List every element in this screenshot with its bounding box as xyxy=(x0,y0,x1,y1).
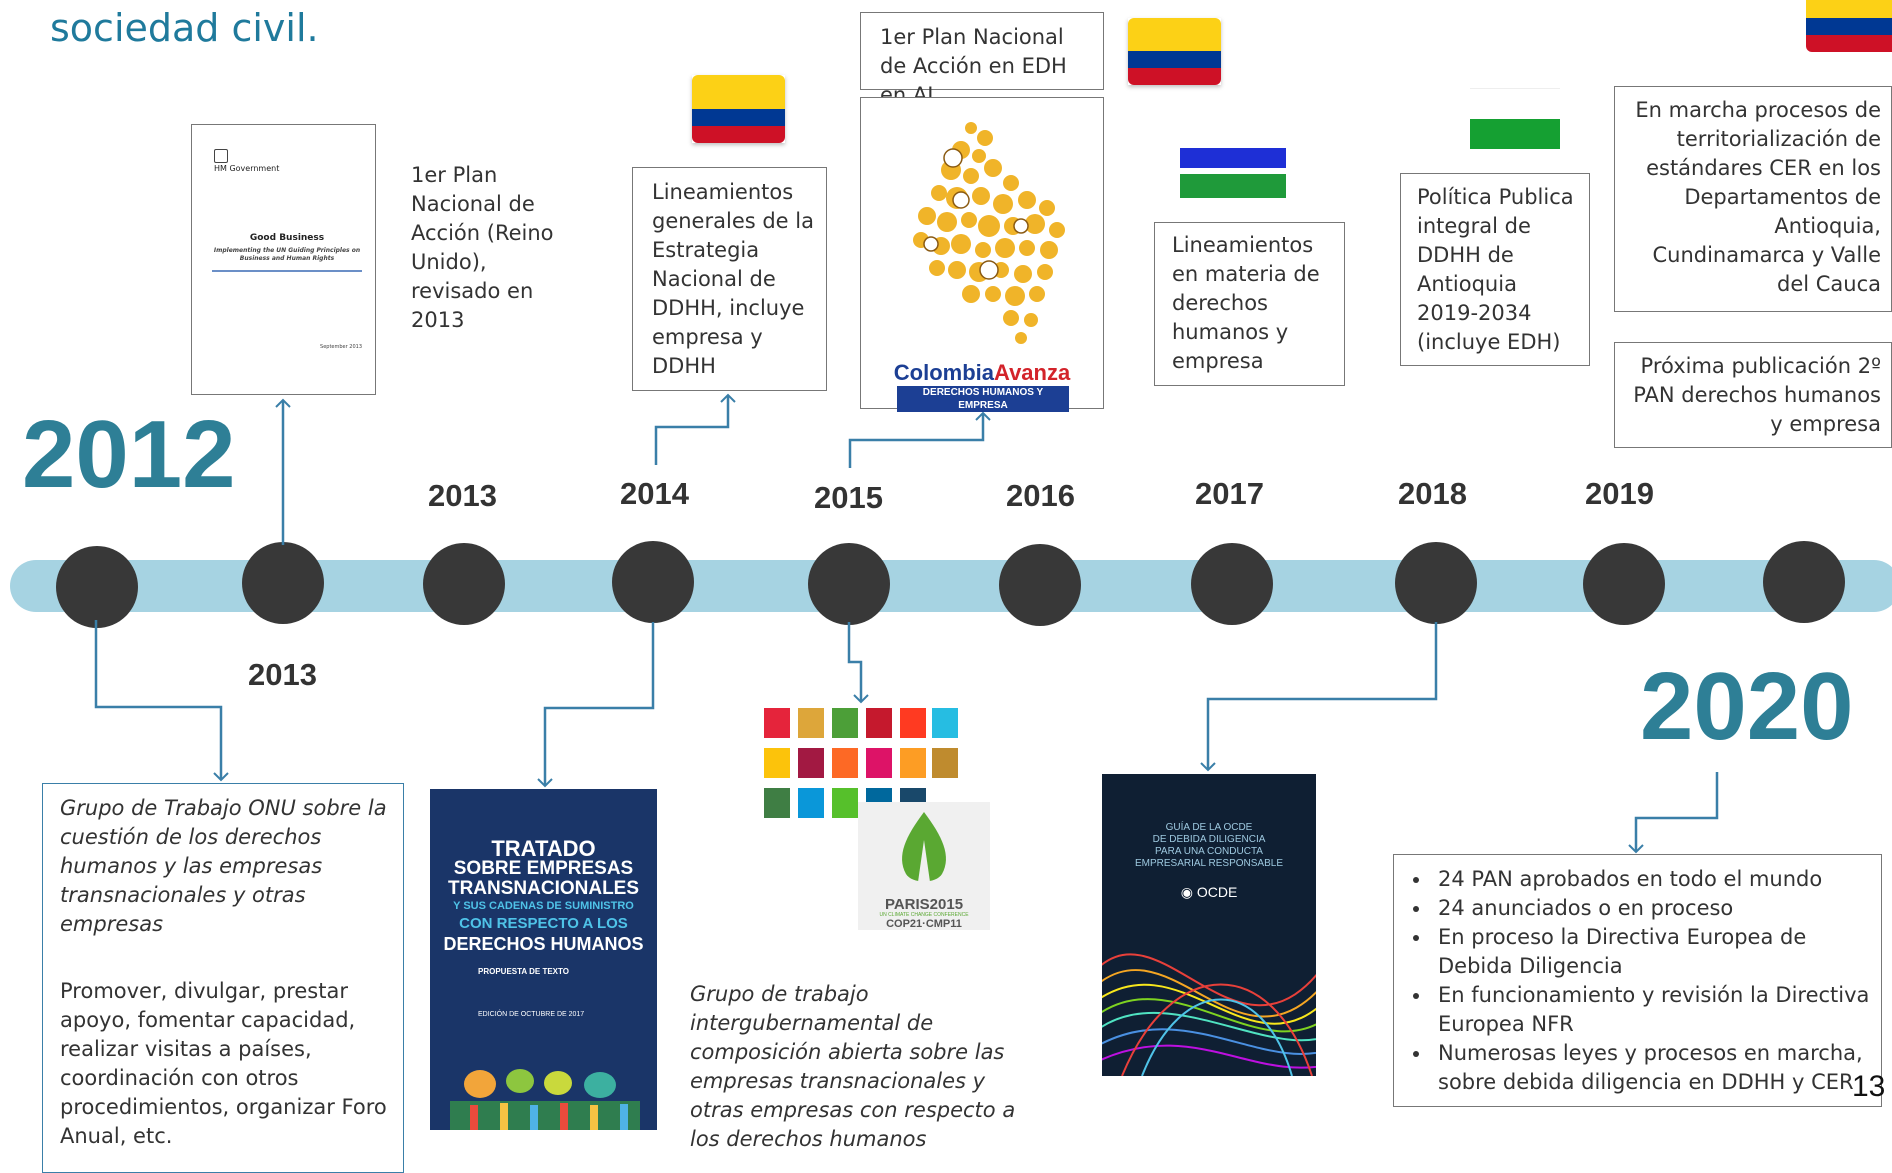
tratado-line6: DERECHOS HUMANOS xyxy=(443,934,644,954)
timeline-dot xyxy=(1395,542,1477,624)
grupo-onu-title: Grupo de Trabajo ONU sobre la cuestión d… xyxy=(60,796,387,936)
timeline-dot xyxy=(612,541,694,623)
doc-subtitle: Implementing the UN Guiding Principles o… xyxy=(213,247,361,262)
colombia-flag-icon xyxy=(1128,18,1221,85)
colombia-avanza-image: ColombiaAvanza DERECHOS HUMANOS Y EMPRES… xyxy=(860,97,1104,412)
timeline-dot xyxy=(999,544,1081,626)
sdg-icon xyxy=(798,708,824,738)
leaf-icon xyxy=(902,812,946,882)
lineamientos-2017-box: Lineamientos en materia de derechos huma… xyxy=(1154,222,1345,386)
year-label-2019: 2019 xyxy=(1585,476,1654,511)
sdg-icon xyxy=(932,708,958,738)
ocde-logo: ◉ OCDE xyxy=(1102,884,1316,901)
colombia-avanza-word2: Avanza xyxy=(994,360,1071,385)
sdg-icon xyxy=(798,748,824,778)
doc-title: Good Business xyxy=(249,233,325,243)
uk-plan-text: 1er Plan Nacional de Acción (Reino Unido… xyxy=(411,163,554,332)
territorializacion-box: En marcha procesos de territorialización… xyxy=(1614,86,1892,312)
sdg-icon xyxy=(832,748,858,778)
summary-item: En funcionamiento y revisión la Directiv… xyxy=(1432,981,1873,1039)
paris-line1: PARIS2015 xyxy=(884,896,964,913)
colombia-avanza-tagline: DERECHOS HUMANOS Y EMPRESA xyxy=(897,386,1069,412)
colombia-avanza-word1: Colombia xyxy=(893,360,994,385)
lineamientos-2014-box: Lineamientos generales de la Estrategia … xyxy=(632,167,827,391)
doc-rule xyxy=(212,270,362,272)
ocde-logo-icon: ◉ xyxy=(1180,884,1193,900)
politica-2018-box: Política Publica integral de DDHH de Ant… xyxy=(1400,173,1590,366)
tratado-cover-image: TRATADO SOBRE EMPRESAS TRANSNACIONALES Y… xyxy=(430,789,657,1130)
colombia-avanza-logo: ColombiaAvanza xyxy=(861,360,1103,386)
paris-line3: COP21·CMP11 xyxy=(886,918,962,930)
sdg-icon xyxy=(798,788,824,818)
timeline-dot xyxy=(1583,543,1665,625)
summary-box: 24 PAN aprobados en todo el mundo 24 anu… xyxy=(1393,854,1882,1107)
tratado-line8: EDICIÓN DE OCTUBRE DE 2017 xyxy=(478,1011,585,1018)
sdg-icon xyxy=(900,748,926,778)
antioquia-flag-icon xyxy=(1470,88,1560,149)
summary-list: 24 PAN aprobados en todo el mundo 24 anu… xyxy=(1398,865,1873,1097)
doc-org: HM Government xyxy=(214,164,280,173)
sdg-icon xyxy=(900,708,926,738)
ocde-swirl-illustration xyxy=(1102,953,1316,1076)
crest-icon xyxy=(214,149,228,163)
paris-2015-logo: PARIS2015 UN CLIMATE CHANGE CONFERENCE C… xyxy=(858,802,990,930)
department-flag-icon xyxy=(1180,168,1286,198)
timeline-dot xyxy=(423,543,505,625)
grupo-intergubernamental-text: Grupo de trabajo intergubernamental de c… xyxy=(690,982,1016,1151)
timeline-dot xyxy=(1763,541,1845,623)
ocde-line2: DE DEBIDA DILIGENCIA xyxy=(1152,834,1266,845)
timeline-dot xyxy=(808,543,890,625)
timeline-dot xyxy=(56,546,138,628)
timeline-dot xyxy=(1191,543,1273,625)
uk-good-business-document: HM Government Good Business Implementing… xyxy=(191,124,376,395)
sdg-icon xyxy=(764,708,790,738)
summary-item: Numerosas leyes y procesos en marcha, so… xyxy=(1432,1039,1873,1097)
year-label-2014: 2014 xyxy=(620,476,689,511)
paris-line2: UN CLIMATE CHANGE CONFERENCE xyxy=(879,912,969,918)
year-label-2017: 2017 xyxy=(1195,476,1264,511)
page-number: 13 xyxy=(1852,1070,1886,1103)
grupo-onu-description: Promover, divulgar, prestar apoyo, fomen… xyxy=(60,979,387,1148)
doc-date: September 2013 xyxy=(320,344,362,350)
ocde-line3: PARA UNA CONDUCTA xyxy=(1155,846,1263,857)
colombia-gears-map xyxy=(913,122,1065,344)
tratado-line7: PROPUESTA DE TEXTO xyxy=(478,967,569,976)
tratado-line1: TRATADO xyxy=(491,836,596,861)
year-label-2013-below: 2013 xyxy=(248,657,317,692)
year-label-2016: 2016 xyxy=(1006,478,1075,513)
colombia-flag-icon xyxy=(1806,0,1892,52)
start-year: 2012 xyxy=(22,401,236,508)
sdg-icon xyxy=(866,748,892,778)
sdg-icon xyxy=(764,748,790,778)
ocde-line1: GUÍA DE LA OCDE xyxy=(1165,822,1253,833)
summary-item: 24 anunciados o en proceso xyxy=(1432,894,1873,923)
tratado-line3: TRANSNACIONALES xyxy=(447,878,640,899)
proxima-publicacion-box: Próxima publicación 2º PAN derechos huma… xyxy=(1614,342,1892,448)
page-title: sociedad civil. xyxy=(50,6,319,50)
sdg-icon xyxy=(932,748,958,778)
sdg-icon xyxy=(832,708,858,738)
colombia-flag-icon xyxy=(692,75,785,143)
tratado-crowd-illustration xyxy=(450,1069,640,1130)
sdg-icon xyxy=(764,788,790,818)
tratado-line5: CON RESPECTO A LOS xyxy=(459,915,628,932)
sdg-icon xyxy=(832,788,858,818)
tratado-line4: Y SUS CADENAS DE SUMINISTRO xyxy=(453,900,634,912)
year-label-2013: 2013 xyxy=(428,478,497,513)
tratado-line2: SOBRE EMPRESAS xyxy=(453,858,634,879)
summary-item: En proceso la Directiva Europea de Debid… xyxy=(1432,923,1873,981)
ocde-logo-text: OCDE xyxy=(1196,884,1238,900)
plan-2015-box: 1er Plan Nacional de Acción en EDH en AL xyxy=(860,12,1104,107)
summary-item: 24 PAN aprobados en todo el mundo xyxy=(1432,865,1873,894)
grupo-onu-box: Grupo de Trabajo ONU sobre la cuestión d… xyxy=(42,783,404,1173)
timeline-dot xyxy=(242,542,324,624)
ocde-line4: EMPRESARIAL RESPONSABLE xyxy=(1134,858,1283,869)
end-year: 2020 xyxy=(1640,653,1854,760)
year-label-2015: 2015 xyxy=(814,480,883,515)
sdg-icon xyxy=(866,708,892,738)
ocde-guide-cover-image: GUÍA DE LA OCDE DE DEBIDA DILIGENCIA PAR… xyxy=(1102,774,1316,1076)
year-label-2018: 2018 xyxy=(1398,476,1467,511)
